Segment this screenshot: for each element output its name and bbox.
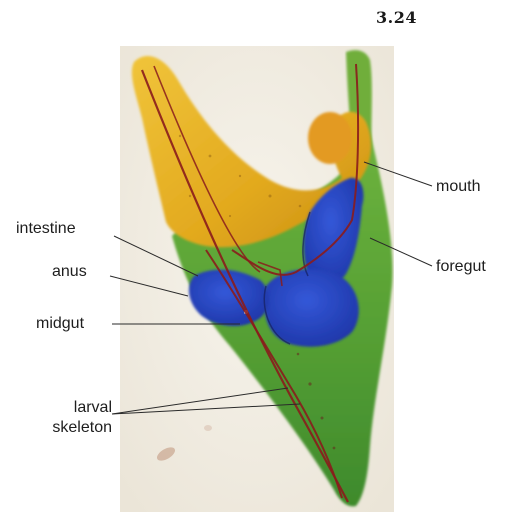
midgut-blue (264, 269, 358, 347)
figure-number: 3.24 (376, 8, 417, 27)
label-larval-skeleton-line1: larval (16, 398, 112, 418)
background-smudge (204, 425, 212, 431)
label-anus: anus (52, 262, 87, 282)
label-intestine: intestine (16, 219, 76, 239)
orange-lobe (308, 112, 352, 164)
label-larval-skeleton: larval skeleton (16, 398, 112, 438)
label-larval-skeleton-line2: skeleton (16, 418, 112, 438)
label-foregut: foregut (436, 257, 486, 277)
label-midgut: midgut (36, 314, 84, 334)
label-mouth: mouth (436, 177, 480, 197)
larva-micrograph (120, 46, 394, 512)
